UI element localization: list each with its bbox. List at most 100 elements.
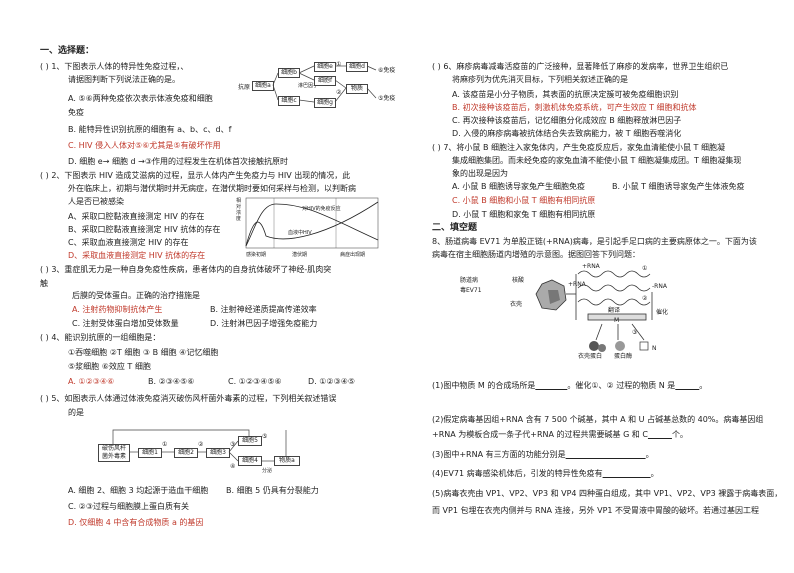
q1-stem: ( ) 1、下图表示人体的特异性免疫过程，、 [40,62,189,71]
q2-option-c: C、采取血液直接测定 HIV 的存在 [68,238,189,247]
q5-diagram-arrows [112,429,287,462]
q6-option-d: D. 入侵的麻疹病毒被抗体结合失去致病能力，被 T 细胞吞噬消化 [452,129,682,138]
chart-curve-hiv: 血液中HIV [288,230,312,236]
q8-rna-minus: -RNA [652,283,667,290]
q3-stem: ( ) 3、重症肌无力是一种自身免疫性疾病，患者体内的自身抗体破坏了神经-肌肉突 [40,265,332,274]
q4-option-c: C. ①②③④⑤⑥ [228,377,282,386]
q7-option-a: A. 小鼠 B 细胞诱导家兔产生细胞免疫 [452,182,585,191]
section-choice-heading: 一、选择题： [40,46,95,56]
q4-option-d: D. ①②③④⑤ [308,377,356,386]
chart-x-symptom: 病症出现期 [340,252,366,258]
q8-m-label: M [614,317,620,324]
q8-stem-2: 病毒在宿主细胞肠道内增殖的示意图。据图回答下列问题： [432,250,640,259]
q8-n-label: N [652,345,657,352]
q8-rna-plus-top: +RNA [582,263,600,270]
q5-cell-3: 细胞3 [206,448,230,458]
q5-option-b: B. 细胞 5 仍具有分裂能力 [226,486,319,495]
q7-stem-2: 集成细胞集团。而未经免疫的家兔血清不能使小鼠 T 细胞凝集成团。T 细胞凝集现 [452,156,742,165]
diag-cell-g: 细胞g [314,98,336,108]
q5-cell-2: 细胞2 [174,448,198,458]
q5-cell-5: 细胞5 [238,436,262,446]
q1-stem-2: 请据图判断下列说法正确的是。 [68,75,180,84]
q8-nucleic-label: 核酸 [512,277,525,284]
diag-cell-c: 细胞c [278,96,300,106]
q8-virus-label-2: 毒EV71 [460,287,482,294]
q7-stem: ( ) 7、将小鼠 B 细胞注入家兔体内，产生免疫反应后，家兔血清能使小鼠 T … [432,143,725,152]
chart-x-early: 感染初期 [246,252,267,258]
q8-step-3: ③ [632,329,638,336]
q3-option-a: A. 注射药物抑制抗体产生 [72,305,163,314]
q2-chart-plot [245,197,379,249]
q2-option-b: B、采取口腔黏液直接测定 HIV 抗体的存在 [68,225,221,234]
q5-option-a: A. 细胞 2、细胞 3 均起源于造血干细胞 [68,486,209,495]
diag-antigen: 抗原 [238,84,251,91]
q5-substance-a: 物质a [274,456,300,466]
q6-option-b: B. 初次接种该疫苗后，刺激机体免疫系统，可产生效应 T 细胞和抗体 [452,103,697,112]
q5-secrete: 分泌 [262,468,273,474]
diag-cell-f: 细胞f [314,76,336,86]
q6-option-a: A. 该疫苗是小分子物质，其表面的抗原决定簇可被免疫细胞识别 [452,90,679,99]
q4-options-1: ①吞噬细胞 ②T 细胞 ③ B 细胞 ④记忆细胞 [68,348,219,357]
q8-blank-2[interactable] [675,381,699,390]
q8-capsid-protein: 衣壳蛋白 [578,353,603,360]
diag-immune-5: ⑤免疫 [378,95,396,102]
diag-immune-6: ⑥免疫 [378,67,396,74]
q6-stem-2: 将麻疹列为优先消灭目标，下列相关叙述正确的是 [452,75,628,84]
q3-stem-2: 后膜的受体蛋白。正确的治疗措施是 [72,291,200,300]
diag-cell-d: 细胞d [346,62,368,72]
q3-option-d: D. 注射淋巴因子增强免疫能力 [210,319,318,328]
q4-option-a: A. ①②③④⑥ [68,377,115,386]
q2-option-a: A、采取口腔黏液直接测定 HIV 的存在 [68,212,205,221]
q1-immune-diagram: 抗原 细胞a 细胞b 细胞c 淋巴因子 细胞e 细胞f 细胞g 细胞d 物质 ⑥… [238,60,395,120]
q8-rna-plus-mid: +RNA [568,281,586,288]
diag-n1: ① [336,61,342,68]
q7-option-b: B. 小鼠 T 细胞诱导家兔产生体液免疫 [612,182,745,191]
q2-stem: ( ) 2、下图表示 HIV 造成艾滋病的过程，显示人体内产生免疫力与 HIV … [40,171,351,180]
q8-virus-label-1: 肠道病 [460,277,479,284]
q8-blank-1[interactable] [535,381,567,390]
q6-stem: ( ) 6、麻疹病毒减毒活疫苗的广泛接种，显著降低了麻疹的发病率，世界卫生组织已 [432,62,729,71]
chart-curve-immune: 对HIV的免疫反应 [302,206,341,212]
q2-hiv-chart: 相对浓度 对HIV的免疫反应 血液中HIV 感染初期 潜伏期 病症出现期 [236,196,380,260]
q8-stem: 8、肠道病毒 EV71 为单股正链(+RNA)病毒，是引起手足口病的主要病原体之… [432,237,757,246]
q3-stem-wrap: 触 [40,279,48,288]
q4-options-2: ⑤浆细胞 ⑥效应 T 细胞 [68,362,151,371]
q1-option-b: B. 能特异性识别抗原的细胞有 a、b、c、d、f [68,125,232,134]
q8-step-1: ① [642,265,648,272]
q8-sub-5b: 而 VP1 包埋在衣壳内侧并与 RNA 连接，另外 VP1 不受胃液中胃酸的破坏… [432,506,760,515]
q8-step-2: ② [642,295,648,302]
q5-option-d: D. 仅细胞 4 中含有合成物质 a 的基因 [68,518,204,527]
q8-blank-4[interactable] [566,450,646,459]
q5-stem-2: 的是 [68,408,84,417]
diag-cell-e: 细胞e [314,62,336,72]
q8-capsid-label: 衣壳 [510,301,523,308]
q8-translation: 翻译 [608,307,621,314]
q1-option-a-cont: 免疫 [68,108,84,117]
q7-option-c: C. 小鼠 B 细胞和小鼠 T 细胞有相同抗原 [452,196,596,205]
q1-option-c: C. HIV 侵入人体对⑤⑥尤其是⑤有破坏作用 [68,141,221,150]
q2-option-d: D、采取血液直接测定 HIV 抗体的存在 [68,251,206,260]
q7-stem-3: 象的出现是因为 [452,169,508,178]
q5-toxin: 破伤风杆菌外毒素 [98,444,130,462]
chart-ylabel: 相对浓度 [236,198,242,222]
q8-sub-2a: (2)假定病毒基因组+RNA 含有 7 500 个碱基，其中 A 和 U 占碱基… [432,415,764,424]
q5-option-c: C. ②③过程与细胞膜上蛋白质有关 [68,502,190,511]
q8-blank-3[interactable] [648,430,672,439]
q4-stem: ( ) 4、能识别抗原的一组细胞是： [40,333,161,342]
q8-blank-5[interactable] [603,469,651,478]
q5-n5: ⑤ [262,433,268,440]
q5-n3: ③ [230,441,236,448]
chart-x-latent: 潜伏期 [292,252,308,258]
q8-sub-5a: (5)病毒衣壳由 VP1、VP2、VP3 和 VP4 四种蛋白组成，其中 VP1… [432,489,783,498]
q8-catalyze: 催化 [656,309,669,316]
diag-n2: ② [336,89,342,96]
q6-option-c: C. 再次接种该疫苗后，记忆细胞分化成效应 B 细胞释放淋巴因子 [452,116,682,125]
q4-option-b: B. ②③④⑤⑥ [148,377,195,386]
section-fill-heading: 二、填空题 [432,223,478,233]
q5-cell-1: 细胞1 [138,448,162,458]
q2-stem-2: 外在临床上，初期与潜伏期时并无病症，在潜伏期时要如何采样与检测，以判断病 [68,184,356,193]
q8-virus-diagram: 肠道病 毒EV71 核酸 衣壳 +RNA +RNA -RNA 翻译 M 催化 衣… [460,262,692,362]
q8-sub-1: (1)图中物质 M 的合成场所是 。催化①、② 过程的物质 N 是 。 [432,381,708,390]
q5-n4: ④ [230,463,236,470]
q5-n1: ① [162,441,168,448]
